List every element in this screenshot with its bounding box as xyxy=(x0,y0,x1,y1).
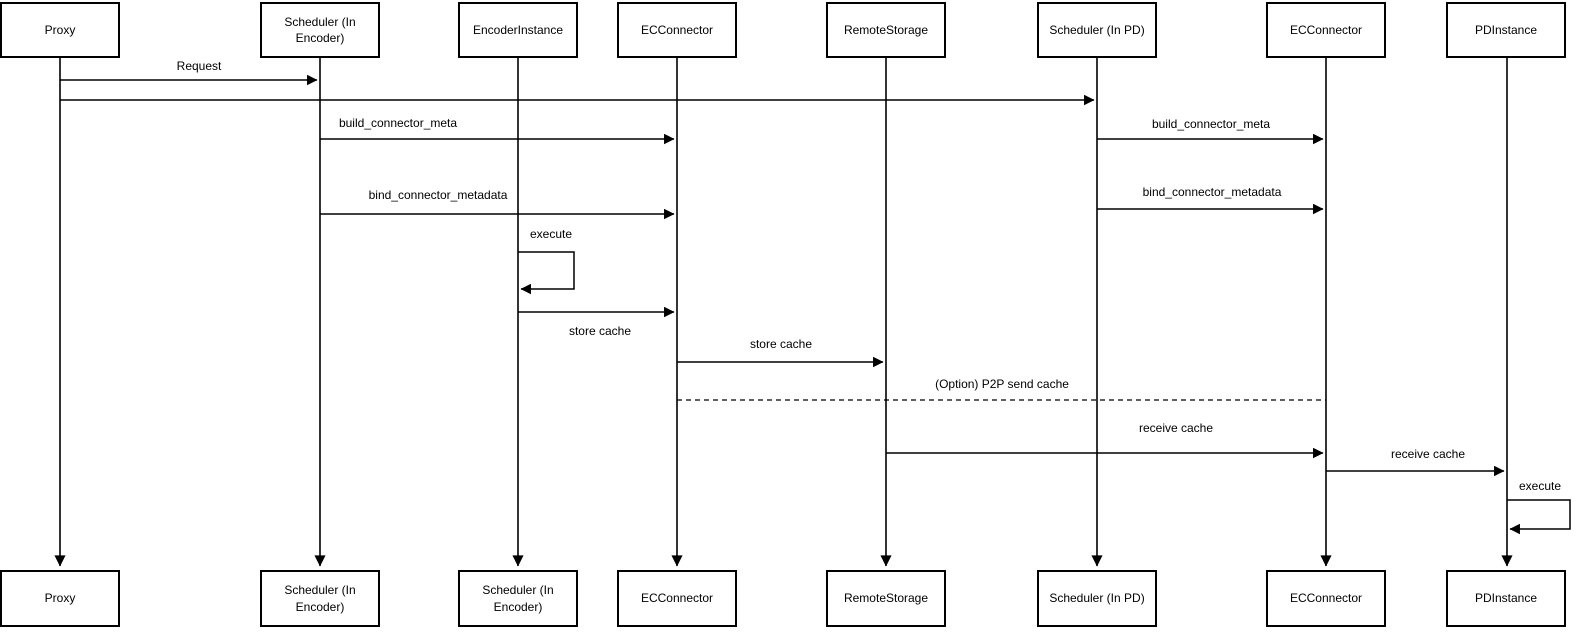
actor-box-bottom-ec-connector-pd: ECConnector xyxy=(1266,570,1386,627)
message-label-execute-pd: execute xyxy=(1518,479,1562,493)
actor-label: RemoteStorage xyxy=(843,591,929,606)
actor-label: Scheduler (In Encoder) xyxy=(284,14,356,45)
message-label-build-connector-meta-right: build_connector_meta xyxy=(1151,117,1271,131)
actor-box-top-proxy: Proxy xyxy=(0,2,120,58)
message-label-request: Request xyxy=(176,59,222,73)
message-label-p2p-send-cache: (Option) P2P send cache xyxy=(935,377,1069,391)
actor-box-top-scheduler-pd: Scheduler (In PD) xyxy=(1037,2,1157,58)
messages-group xyxy=(60,74,1571,535)
actor-label: Scheduler (In Encoder) xyxy=(284,583,356,614)
actor-box-bottom-scheduler-encoder: Scheduler (In Encoder) xyxy=(260,570,380,627)
message-label-bind-connector-metadata-right: bind_connector_metadata xyxy=(1142,185,1282,199)
actor-box-top-ec-connector: ECConnector xyxy=(617,2,737,58)
actor-label: RemoteStorage xyxy=(843,22,929,37)
message-label-store-cache-ec-to-remote: store cache xyxy=(749,337,813,351)
actor-box-bottom-remote-storage: RemoteStorage xyxy=(826,570,946,627)
actor-label: Scheduler (In PD) xyxy=(1049,591,1145,606)
lifelines-group xyxy=(54,57,1513,567)
message-label-build-connector-meta-left: build_connector_meta xyxy=(338,116,458,130)
actor-box-top-scheduler-encoder: Scheduler (In Encoder) xyxy=(260,2,380,58)
actor-box-bottom-proxy: Proxy xyxy=(0,570,120,627)
message-label-execute-encoder: execute xyxy=(529,227,573,241)
actor-label: ECConnector xyxy=(640,591,714,606)
actor-label: Proxy xyxy=(44,22,76,37)
message-label-bind-connector-metadata-left: bind_connector_metadata xyxy=(368,188,508,202)
message-label-receive-cache-remote-to-ec2: receive cache xyxy=(1138,421,1214,435)
actor-label: ECConnector xyxy=(1289,22,1363,37)
actor-box-bottom-scheduler-encoder-2: Scheduler (In Encoder) xyxy=(458,570,578,627)
actor-box-bottom-pd-instance: PDInstance xyxy=(1446,570,1566,627)
message-label-store-cache-encoder-to-ec: store cache xyxy=(568,324,632,338)
actor-label: Scheduler (In PD) xyxy=(1049,22,1145,37)
actor-box-bottom-scheduler-pd: Scheduler (In PD) xyxy=(1037,570,1157,627)
actor-label: Proxy xyxy=(44,591,76,606)
actor-box-top-encoder-instance: EncoderInstance xyxy=(458,2,578,58)
actor-label: Scheduler (In Encoder) xyxy=(482,583,554,614)
actor-box-top-remote-storage: RemoteStorage xyxy=(826,2,946,58)
arrow-execute-self-loop-pd xyxy=(1507,499,1571,535)
actor-label: EncoderInstance xyxy=(472,22,564,37)
message-label-receive-cache-ec2-to-pd: receive cache xyxy=(1390,447,1466,461)
arrow-execute-self-loop-encoder xyxy=(518,251,575,295)
actor-box-top-pd-instance: PDInstance xyxy=(1446,2,1566,58)
actor-label: PDInstance xyxy=(1474,22,1538,37)
actor-label: PDInstance xyxy=(1474,591,1538,606)
actor-label: ECConnector xyxy=(640,22,714,37)
actor-box-bottom-ec-connector: ECConnector xyxy=(617,570,737,627)
actor-label: ECConnector xyxy=(1289,591,1363,606)
actor-box-top-ec-connector-pd: ECConnector xyxy=(1266,2,1386,58)
